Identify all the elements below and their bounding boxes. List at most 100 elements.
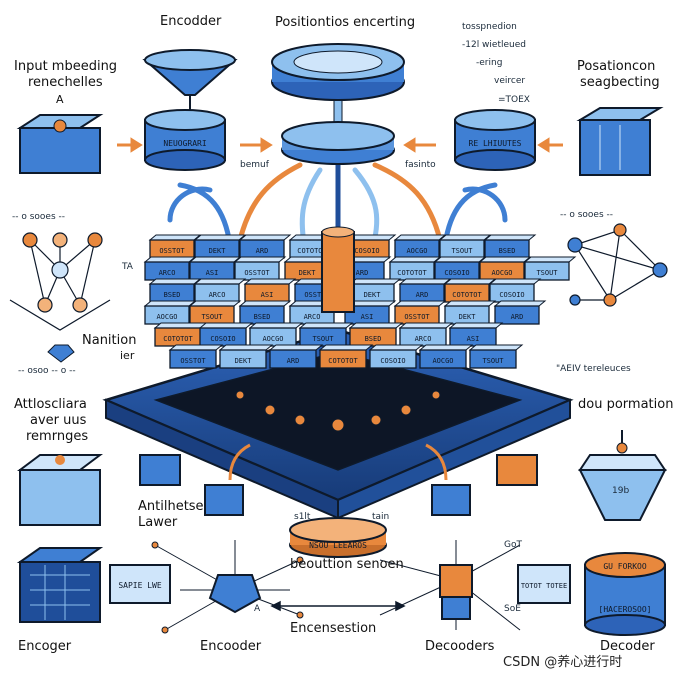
block-top (143, 256, 197, 263)
block-top (368, 344, 424, 351)
stack-block-label: AOCGO (262, 335, 283, 343)
block-top (348, 322, 404, 329)
block-top (438, 234, 492, 241)
drum-label: NEUOGRARI (163, 139, 207, 148)
block-top (233, 256, 287, 263)
stack-block-label: COTOTOT (328, 357, 358, 365)
block-top (398, 322, 454, 329)
central-platform (102, 328, 574, 520)
stack-block (169, 349, 217, 369)
label-right-lower-ticks: "AEIV tereleuces (556, 364, 631, 374)
mini-label-8: TA (122, 262, 133, 272)
label-attention-1: Attloscliara (14, 397, 87, 412)
stack-block-label: OSSTOT (404, 313, 430, 321)
stack-block-label: ASI (206, 269, 219, 277)
stack-block-label: BSED (365, 335, 382, 343)
label-input-marker: A (56, 93, 64, 106)
label-bedlion-sensen: beouttion senoen (290, 557, 404, 572)
cylinder-icon-bottom-right: GU FORKOO [HACEROSOO] (584, 552, 666, 636)
funnel-icon (142, 49, 238, 112)
box-bottom-label: [HACEROSOO] (599, 605, 652, 614)
label-dou-pormation: dou pormation (578, 397, 674, 412)
block-top (298, 322, 354, 329)
stack-block-label: ARD (416, 291, 429, 299)
cube-icon-top-right (576, 107, 664, 176)
block-top (193, 234, 247, 241)
stack-block-label: ARCO (415, 335, 432, 343)
stack-block (319, 349, 367, 369)
block-top (348, 278, 402, 285)
watermark: CSDN @养心进行时 (503, 655, 623, 670)
encoder-decoder-block-stack: OSSTOT DEKT ARD COTOTOT COSOIO AOCGO TSOUT BSED… (143, 226, 577, 369)
block-top (148, 278, 202, 285)
stack-block-label: OSSTOT (159, 247, 185, 255)
block-top (248, 322, 304, 329)
block-top (433, 256, 487, 263)
block-top (243, 278, 297, 285)
bottom-node-right (379, 540, 521, 631)
stack-block-label: OSSTOT (180, 357, 206, 365)
bottom-panel-left: SAPIE LWE (109, 564, 171, 604)
stack-block (419, 349, 467, 369)
stack-block (269, 349, 317, 369)
stack-block-label: COTOTOT (163, 335, 193, 343)
stack-block-label: ARD (287, 357, 300, 365)
stack-block-label: TSOUT (201, 313, 223, 321)
cube-icon-top-left (16, 114, 104, 174)
label-decooders: Decooders (425, 639, 495, 654)
block-top (443, 278, 497, 285)
stack-block-label: COTOTOT (297, 247, 327, 255)
block-top (488, 278, 542, 285)
bottom-arrow (270, 600, 406, 612)
stack-block (494, 305, 540, 325)
stack-block-label: OSSTOT (304, 291, 330, 299)
mini-label-1: bemuf (240, 160, 269, 170)
block-top (393, 300, 447, 307)
stack-block-label: TSOUT (312, 335, 334, 343)
stack-block-label: AOCGO (406, 247, 427, 255)
label-attention-2: aver uus (30, 413, 87, 428)
block-top (218, 344, 274, 351)
label-left-ticks: -- o sooes -- (12, 212, 66, 222)
block-top (168, 344, 224, 351)
label-top-right-4: veircer (494, 76, 526, 86)
bottom-panel-right: TOTOT TOTEE (517, 564, 571, 604)
box-top-label: GU FORKOO (603, 562, 647, 571)
panel-label: SAPIE LWE (118, 581, 162, 590)
block-top (238, 300, 292, 307)
stack-block-label: ARD (256, 247, 269, 255)
stack-block-label: OSSTOT (244, 269, 270, 277)
stack-block-label: AOCGO (156, 313, 177, 321)
gem-icon (47, 344, 75, 363)
mini-label-3: s1lt (294, 512, 311, 522)
block-top (193, 278, 247, 285)
label-antithese-2: Lawer (138, 515, 178, 530)
block-top (393, 234, 447, 241)
stack-block-label: ASI (261, 291, 274, 299)
label-encoger: Encoger (18, 639, 72, 654)
stack-block-label: DEKT (364, 291, 382, 299)
label-top-right-5: =TOEX (498, 95, 530, 105)
stack-block-label: BSED (254, 313, 271, 321)
mini-label-4: tain (372, 512, 390, 522)
block-top (238, 234, 292, 241)
stack-block (349, 327, 397, 347)
block-top (143, 300, 197, 307)
stack-block (369, 349, 417, 369)
stack-block-label: COSOIO (380, 357, 405, 365)
bottom-node-left (151, 540, 304, 634)
platform-nodes (235, 390, 441, 432)
mini-label-9: A (254, 604, 261, 614)
cube-icon-mid-left (17, 454, 103, 526)
stack-block-label: DEKT (459, 313, 477, 321)
label-nanition-1: Nanition (82, 333, 137, 348)
stack-block-label: BSED (164, 291, 181, 299)
stack-block-label: COSOIO (444, 269, 469, 277)
stack-block (199, 327, 247, 347)
stack-block (249, 327, 297, 347)
stack-block-label: BSED (499, 247, 516, 255)
block-top (493, 300, 547, 307)
drum-icon-right: RE LHIUUTES (454, 109, 536, 171)
stack-block-label: ARCO (304, 313, 321, 321)
block-top (418, 344, 474, 351)
